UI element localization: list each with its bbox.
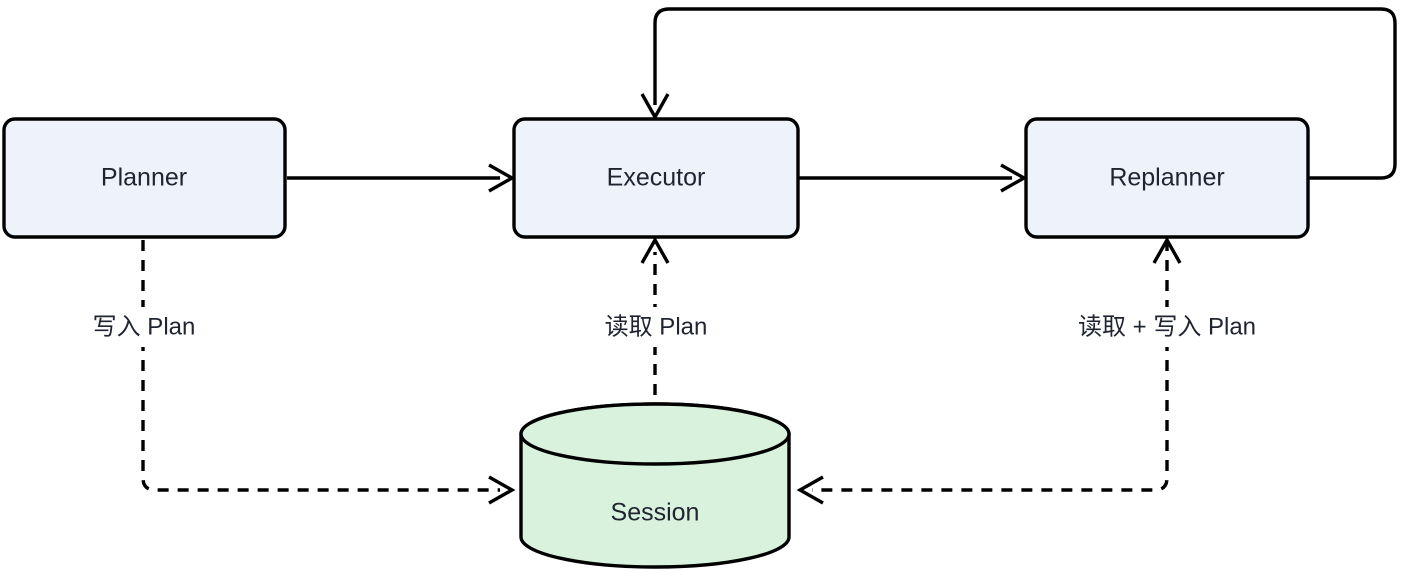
- node-replanner[interactable]: Replanner: [1024, 117, 1310, 239]
- edge-planner-to-executor: [287, 163, 516, 193]
- node-executor-label: Executor: [607, 164, 706, 192]
- edge-label-read-write-plan-text: 读取 + 写入 Plan: [1078, 313, 1256, 340]
- node-planner[interactable]: Planner: [2, 117, 287, 239]
- node-session-label: Session: [611, 499, 700, 527]
- edge-label-read-plan-text: 读取 Plan: [605, 313, 708, 340]
- arrow-head-icon: [640, 236, 670, 264]
- label-backdrop: [581, 307, 731, 347]
- edge-line: [653, 7, 1397, 180]
- edge-executor-to-replanner: [799, 163, 1028, 193]
- label-backdrop: [66, 307, 224, 347]
- node-executor[interactable]: Executor: [512, 117, 800, 239]
- edge-session-to-replanner: [796, 236, 1182, 505]
- edge-label-write-plan: 写入 Plan: [66, 307, 224, 347]
- arrow-head-icon: [488, 475, 516, 505]
- edge-label-read-plan: 读取 Plan: [581, 307, 731, 347]
- node-session-cylinder-top[interactable]: [519, 402, 791, 466]
- edge-line: [141, 240, 500, 492]
- arrow-head-icon: [488, 163, 516, 193]
- edge-label-read-write-plan: 读取 + 写入 Plan: [1055, 307, 1280, 347]
- arrow-head-icon: [796, 475, 824, 505]
- edge-planner-to-session: [141, 240, 516, 505]
- edge-label-write-plan-text: 写入 Plan: [93, 313, 196, 340]
- arrow-head-icon: [640, 93, 670, 121]
- node-replanner-label: Replanner: [1109, 164, 1224, 192]
- edge-replanner-to-executor-loop: [640, 7, 1397, 180]
- node-executor-shape[interactable]: [512, 117, 800, 239]
- arrow-head-icon-up: [1152, 236, 1182, 264]
- node-planner-shape[interactable]: [2, 117, 287, 239]
- arrow-head-icon: [1000, 163, 1028, 193]
- label-backdrop: [1055, 307, 1280, 347]
- edge-line: [812, 240, 1169, 492]
- node-session[interactable]: Session: [519, 402, 791, 569]
- node-planner-label: Planner: [101, 164, 187, 192]
- node-replanner-shape[interactable]: [1024, 117, 1310, 239]
